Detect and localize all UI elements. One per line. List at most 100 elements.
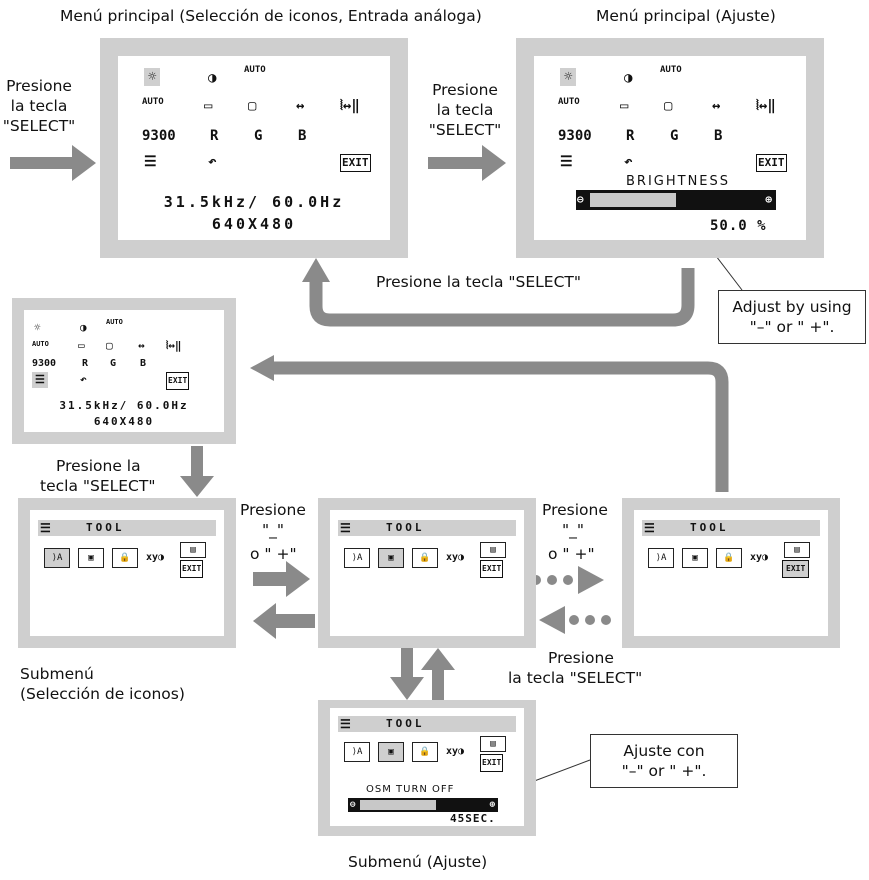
label-select: "SELECT" xyxy=(2,117,76,135)
tool-icon: ☰ xyxy=(144,154,157,170)
label-presione-2: Presione xyxy=(542,501,608,519)
ajuste-callout: Ajuste con "–" or " +". xyxy=(590,734,738,788)
plus-icon: ⊕ xyxy=(489,800,495,810)
arrow-down-small xyxy=(180,446,214,497)
tool-header xyxy=(38,520,216,536)
exit-icon: EXIT xyxy=(480,560,504,578)
frequency-readout: 31.5kHz/ 60.0Hz xyxy=(163,193,345,211)
lang-icon: ⟩A xyxy=(344,742,370,762)
lang-icon: ⟩A xyxy=(648,548,674,568)
osm-time-icon: ▣ xyxy=(378,742,404,762)
main-menu-screen: ☼ ◑ AUTO AUTO ▭ ▢ ↔ ⦚↔‖ 9300 R G B ☰ ↶ E… xyxy=(118,56,390,240)
contrast-icon: ◑ xyxy=(624,70,633,86)
osm-value: 45SEC. xyxy=(450,812,496,825)
lock-icon: 🔒 xyxy=(716,548,742,568)
adjust-callout-line2: "–" or " +". xyxy=(749,318,835,336)
adjust-callout-line1: Adjust by using xyxy=(732,298,852,316)
tool-icon: ☰ xyxy=(560,154,573,170)
caption-sub-adjust: Submenú (Ajuste) xyxy=(348,853,488,871)
tool-title: TOOL xyxy=(386,521,425,534)
factory-preset-icon: ↶ xyxy=(624,154,633,170)
auto-adjust-icon: AUTO xyxy=(32,340,49,348)
contrast-icon: ◑ xyxy=(80,321,87,334)
resolution-notifier-icon: xy◑ xyxy=(446,746,465,757)
arrow-right-tool xyxy=(253,561,310,597)
tool-title: TOOL xyxy=(386,717,425,730)
color-9300-icon: 9300 xyxy=(32,358,57,369)
label-presione-3: Presione xyxy=(548,649,614,667)
tool-screen-1: ☰ TOOL ⟩A ▣ 🔒 xy◑ ▤ EXIT xyxy=(30,510,224,636)
tool-header xyxy=(338,716,516,732)
fine-icon: ⦚↔‖ xyxy=(756,98,776,114)
plus-icon: ⊕ xyxy=(765,193,772,206)
tool-title: TOOL xyxy=(690,521,729,534)
auto-adjust-icon: AUTO xyxy=(142,97,164,107)
down-up-icon: ▢ xyxy=(106,339,113,352)
down-up-icon: ▢ xyxy=(664,98,673,114)
blue-icon: B xyxy=(714,128,723,144)
auto-contrast-icon: AUTO xyxy=(244,65,266,75)
label-la-tecla: la tecla xyxy=(10,97,68,115)
osm-label: OSM TURN OFF xyxy=(366,784,455,795)
arrow-left-tool xyxy=(253,603,315,639)
arrow-right-entry xyxy=(10,145,96,181)
green-icon: G xyxy=(670,128,679,144)
osm-bar: ⊖ ⊕ xyxy=(348,798,498,812)
label-presione-1: Presione xyxy=(240,501,306,519)
red-icon: R xyxy=(82,358,89,369)
exit-icon: EXIT xyxy=(180,560,204,578)
arrow-right-main xyxy=(428,145,506,181)
info-icon: ▤ xyxy=(480,542,506,558)
label-press-2: Presione xyxy=(432,81,498,99)
resolution-readout: 640X480 xyxy=(211,215,297,233)
brightness-icon: ☼ xyxy=(34,321,41,334)
tool-screen-2: ☰ TOOL ⟩A ▣ 🔒 xy◑ ▤ EXIT xyxy=(330,510,524,636)
arrow-up-tool xyxy=(421,648,455,700)
tool-icon: ☰ xyxy=(32,372,48,388)
color-9300-icon: 9300 xyxy=(142,128,176,144)
factory-preset-icon: ↶ xyxy=(208,154,217,170)
caption-sub-icon-2: (Selección de iconos) xyxy=(20,685,185,703)
brightness-bar-fill xyxy=(590,193,676,207)
brightness-label: BRIGHTNESS xyxy=(626,174,731,189)
green-icon: G xyxy=(254,128,263,144)
fine-icon: ⦚↔‖ xyxy=(166,339,182,352)
adjust-callout: Adjust by using "–" or " +". xyxy=(718,290,866,344)
h-size-icon: ↔ xyxy=(712,98,721,114)
resolution-notifier-icon: xy◑ xyxy=(446,552,465,563)
caption-main-icon: Menú principal (Selección de iconos, Ent… xyxy=(60,7,482,25)
green-icon: G xyxy=(110,358,117,369)
ajuste-callout-line2: "–" or " +". xyxy=(621,762,707,780)
brightness-value: 50.0 % xyxy=(710,218,767,234)
exit-icon: EXIT xyxy=(480,754,504,772)
minus-icon: ⊖ xyxy=(350,800,356,810)
tool-icon: ☰ xyxy=(644,521,655,535)
tool-icon: ☰ xyxy=(340,717,351,731)
tool-icon: ☰ xyxy=(40,521,51,535)
label-tecla-select: tecla "SELECT" xyxy=(40,477,156,495)
label-press-la: Presione la xyxy=(56,457,141,475)
color-9300-icon: 9300 xyxy=(558,128,592,144)
auto-adjust-icon: AUTO xyxy=(558,97,580,107)
arrow-loop-top xyxy=(270,361,729,492)
main-adjust-screen: ☼ ◑ AUTO AUTO ▭ ▢ ↔ ⦚↔‖ 9300 R G B ☰ ↶ E… xyxy=(534,56,806,240)
label-o-plus-2: o " +" xyxy=(548,545,595,563)
sub-adjust-screen: ☰ TOOL ⟩A ▣ 🔒 xy◑ ▤ EXIT OSM TURN OFF ⊖ … xyxy=(330,708,524,826)
tool-icon: ☰ xyxy=(340,521,351,535)
main-adjust-panel: ☼ ◑ AUTO AUTO ▭ ▢ ↔ ⦚↔‖ 9300 R G B ☰ ↶ E… xyxy=(516,38,824,258)
label-minus-1: "_" xyxy=(262,521,285,539)
info-icon: ▤ xyxy=(784,542,810,558)
factory-preset-icon: ↶ xyxy=(80,373,87,386)
resolution-readout: 640X480 xyxy=(93,415,155,428)
blue-icon: B xyxy=(298,128,307,144)
lock-icon: 🔒 xyxy=(412,548,438,568)
main-menu-panel: ☼ ◑ AUTO AUTO ▭ ▢ ↔ ⦚↔‖ 9300 R G B ☰ ↶ E… xyxy=(100,38,408,258)
tool-header xyxy=(338,520,516,536)
auto-contrast-icon: AUTO xyxy=(660,65,682,75)
h-size-icon: ↔ xyxy=(296,98,305,114)
tool-panel-2: ☰ TOOL ⟩A ▣ 🔒 xy◑ ▤ EXIT xyxy=(318,498,536,648)
exit-icon: EXIT xyxy=(756,154,787,172)
exit-icon: EXIT xyxy=(166,372,190,390)
exit-icon: EXIT xyxy=(782,560,810,578)
